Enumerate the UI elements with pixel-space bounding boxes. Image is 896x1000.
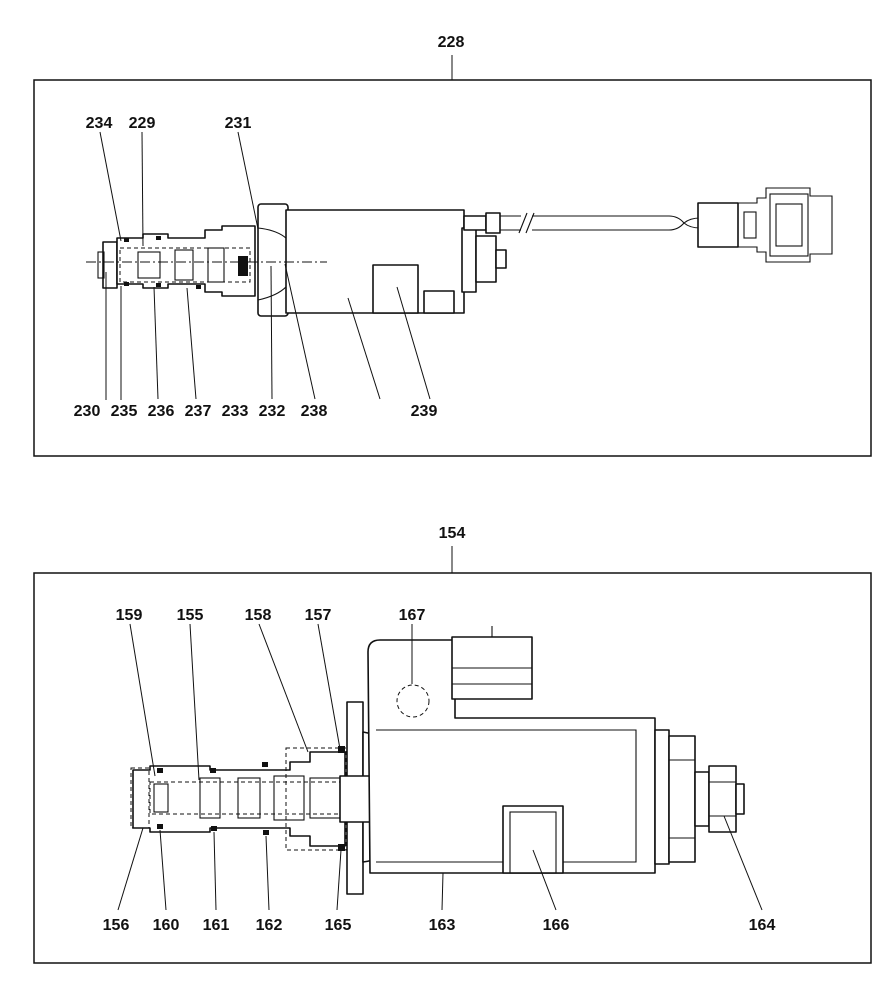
callout-160: 160 [153, 917, 180, 934]
callout-165: 165 [325, 917, 352, 934]
bottom-assembly: 154 [33, 525, 872, 964]
callout-232: 232 [259, 403, 286, 420]
bottom-callout-leaders [117, 623, 763, 911]
callout-237: 237 [185, 403, 212, 420]
callout-162: 162 [256, 917, 283, 934]
callout-233: 233 [222, 403, 249, 420]
callout-231: 231 [225, 115, 252, 132]
callout-230: 230 [74, 403, 101, 420]
callout-155: 155 [177, 607, 204, 624]
callout-163: 163 [429, 917, 456, 934]
callout-235: 235 [111, 403, 138, 420]
top-assembly-number: 228 [438, 34, 465, 51]
callout-167: 167 [399, 607, 426, 624]
top-assembly-frame [33, 79, 872, 457]
bottom-callout-labels: 159 155 158 157 167 156 160 161 162 165 … [103, 607, 776, 934]
callout-158: 158 [245, 607, 272, 624]
top-callout-labels: 234 229 231 230 235 236 237 233 232 238 … [74, 115, 438, 420]
callout-236: 236 [148, 403, 175, 420]
callout-156: 156 [103, 917, 130, 934]
top-assembly: 228 [33, 34, 872, 457]
callout-161: 161 [203, 917, 230, 934]
callout-157: 157 [305, 607, 332, 624]
callout-229: 229 [129, 115, 156, 132]
callout-159: 159 [116, 607, 143, 624]
callout-164: 164 [749, 917, 776, 934]
bottom-solenoid-drawing [130, 626, 745, 895]
bottom-assembly-frame [33, 572, 872, 964]
callout-239: 239 [411, 403, 438, 420]
callout-234: 234 [86, 115, 113, 132]
top-callout-leaders [99, 131, 431, 400]
callout-238: 238 [301, 403, 328, 420]
callout-166: 166 [543, 917, 570, 934]
top-solenoid-drawing [86, 187, 833, 317]
bottom-assembly-number: 154 [439, 525, 466, 542]
